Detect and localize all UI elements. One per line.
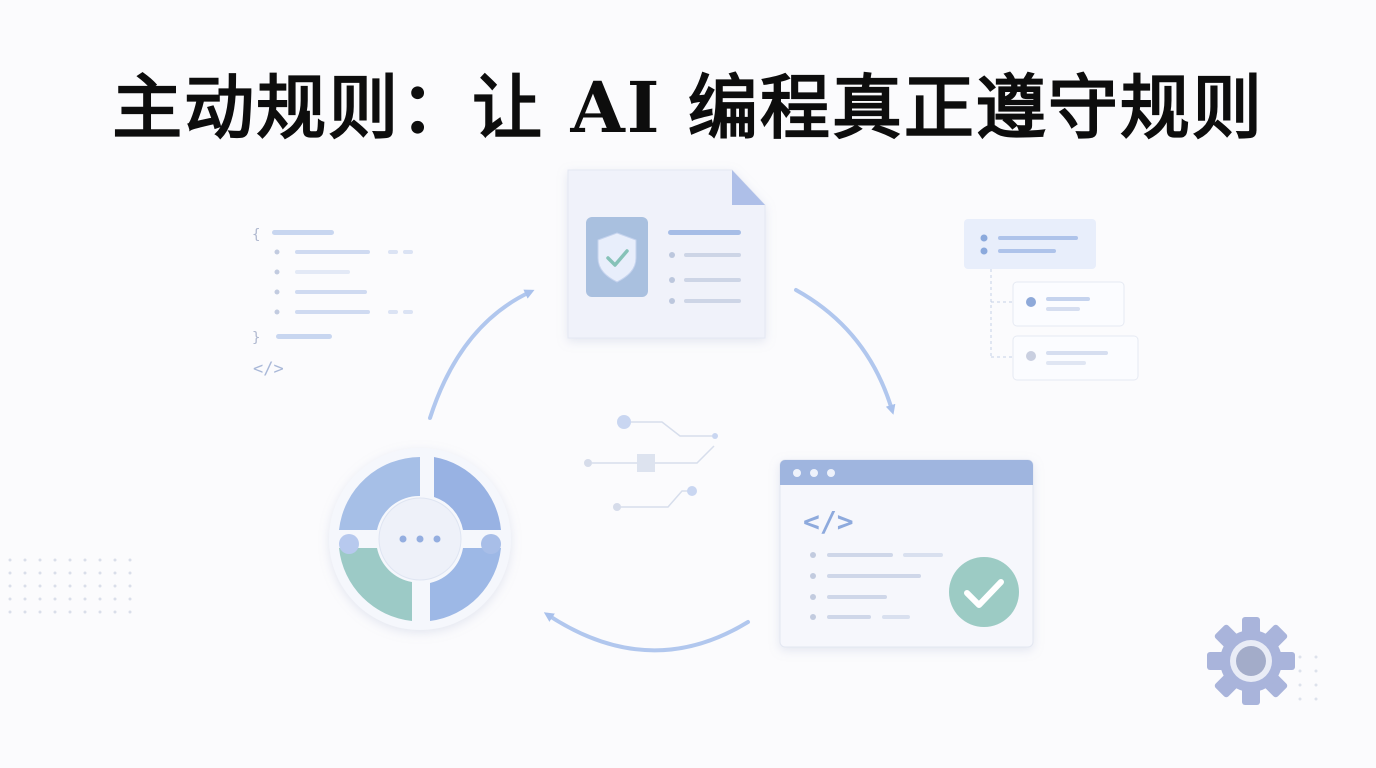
page-title: 主动规则：让 AI 编程真正遵守规则 [112, 66, 1264, 149]
dot-grid-decoration [8, 558, 132, 614]
check-circle-icon [949, 557, 1019, 627]
svg-text:}: } [252, 330, 260, 346]
arrow-down-right [794, 288, 896, 415]
code-window: </> [780, 460, 1033, 620]
code-tag-icon: </> [803, 505, 854, 538]
code-bracket-icon: </> [253, 359, 284, 379]
svg-text:{: { [252, 227, 260, 243]
dot-grid-decoration-right [1298, 655, 1318, 701]
tree-structure-icon [964, 219, 1139, 381]
arrow-up-left [428, 289, 535, 420]
cycle-icon [329, 448, 511, 630]
arrow-bottom [543, 612, 750, 653]
code-snippet-left: { } </> [252, 227, 413, 379]
cycle-arrows [428, 288, 896, 653]
circuit-icon [584, 415, 718, 511]
shield-check-icon [586, 217, 648, 297]
gear-icon [1207, 617, 1295, 705]
rule-document-lines [668, 230, 741, 304]
